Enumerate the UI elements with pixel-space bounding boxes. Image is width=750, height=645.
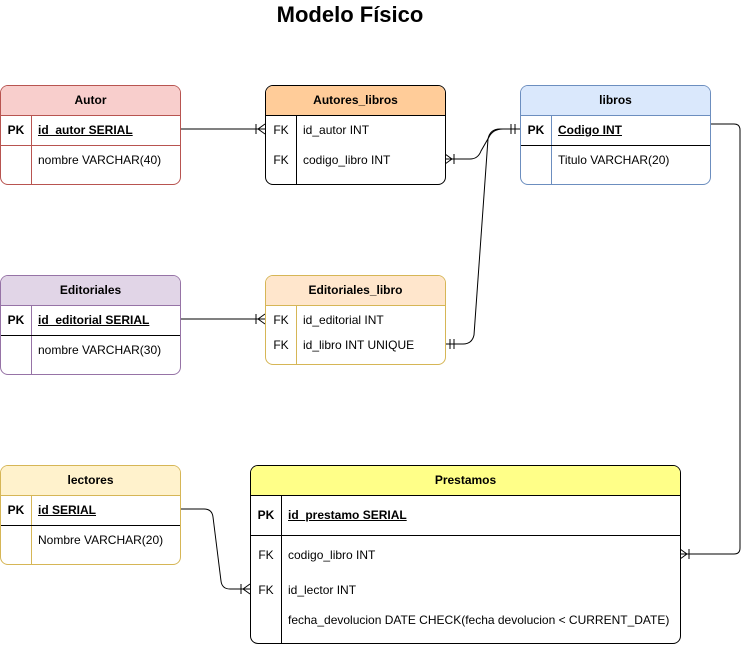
column-divider (31, 115, 32, 184)
field: codigo_libro INT (288, 548, 376, 562)
field: codigo_libro INT (303, 153, 391, 167)
pk-divider (1, 145, 180, 146)
table-editoriales[interactable]: Editoriales PK id_editorial SERIAL nombr… (0, 275, 181, 375)
fk-marker: FK (273, 313, 289, 327)
field: Nombre VARCHAR(20) (38, 533, 164, 547)
field: id_editorial INT (303, 313, 384, 327)
field: id_lector INT (288, 583, 357, 597)
table-autor[interactable]: Autor PK id_autor SERIAL nombre VARCHAR(… (0, 85, 181, 185)
pk-divider (521, 145, 710, 146)
pk-divider (251, 535, 680, 536)
pk-divider (1, 335, 180, 336)
table-autores-libros[interactable]: Autores_libros FK id_autor INT FK codigo… (265, 85, 446, 185)
table-header: lectores (1, 466, 180, 496)
pk-field: Codigo INT (558, 123, 622, 137)
pk-field: id SERIAL (38, 503, 97, 517)
table-libros[interactable]: libros PK Codigo INT Titulo VARCHAR(20) (520, 85, 711, 185)
field: nombre VARCHAR(40) (38, 153, 162, 167)
relation-autores-libros-libros (444, 124, 520, 165)
pk-marker: PK (7, 313, 25, 327)
column-divider (281, 495, 282, 643)
pk-divider (1, 525, 180, 526)
field: nombre VARCHAR(30) (38, 343, 162, 357)
pk-marker: PK (7, 503, 25, 517)
fk-marker: FK (273, 153, 289, 167)
pk-field: id_prestamo SERIAL (288, 508, 407, 522)
table-prestamos[interactable]: Prestamos PK id_prestamo SERIAL FK codig… (250, 465, 681, 644)
pk-marker: PK (527, 123, 545, 137)
table-header: Prestamos (251, 466, 680, 496)
field: id_autor INT (303, 123, 370, 137)
fk-marker: FK (273, 338, 289, 352)
table-lectores[interactable]: lectores PK id SERIAL Nombre VARCHAR(20) (0, 465, 181, 565)
column-divider (31, 495, 32, 564)
column-divider (31, 305, 32, 374)
column-divider (296, 115, 297, 184)
pk-marker: PK (257, 508, 275, 522)
relation-lectores-prestamos (180, 508, 251, 595)
relation-editoriales-editoriales-libro (180, 313, 266, 325)
table-header: Autores_libros (266, 86, 445, 116)
pk-field: id_autor SERIAL (38, 123, 133, 137)
relation-autor-autores-libros (180, 123, 266, 135)
fk-marker: FK (258, 548, 274, 562)
fk-marker: FK (258, 583, 274, 597)
fk-marker: FK (273, 123, 289, 137)
column-divider (551, 115, 552, 184)
pk-field: id_editorial SERIAL (38, 313, 150, 327)
field: id_libro INT UNIQUE (303, 338, 415, 352)
column-divider (296, 305, 297, 364)
table-header: Autor (1, 86, 180, 116)
table-header: Editoriales_libro (266, 276, 445, 306)
table-header: libros (521, 86, 710, 116)
field: Titulo VARCHAR(20) (558, 153, 670, 167)
table-header: Editoriales (1, 276, 180, 306)
table-editoriales-libro[interactable]: Editoriales_libro FK id_editorial INT FK… (265, 275, 446, 365)
relation-libros-prestamos (679, 123, 741, 560)
pk-marker: PK (7, 123, 25, 137)
diagram-title: Modelo Físico (276, 2, 424, 27)
relation-editoriales-libro-libros (445, 128, 520, 349)
field: fecha_devolucion DATE CHECK(fecha devolu… (288, 613, 670, 627)
